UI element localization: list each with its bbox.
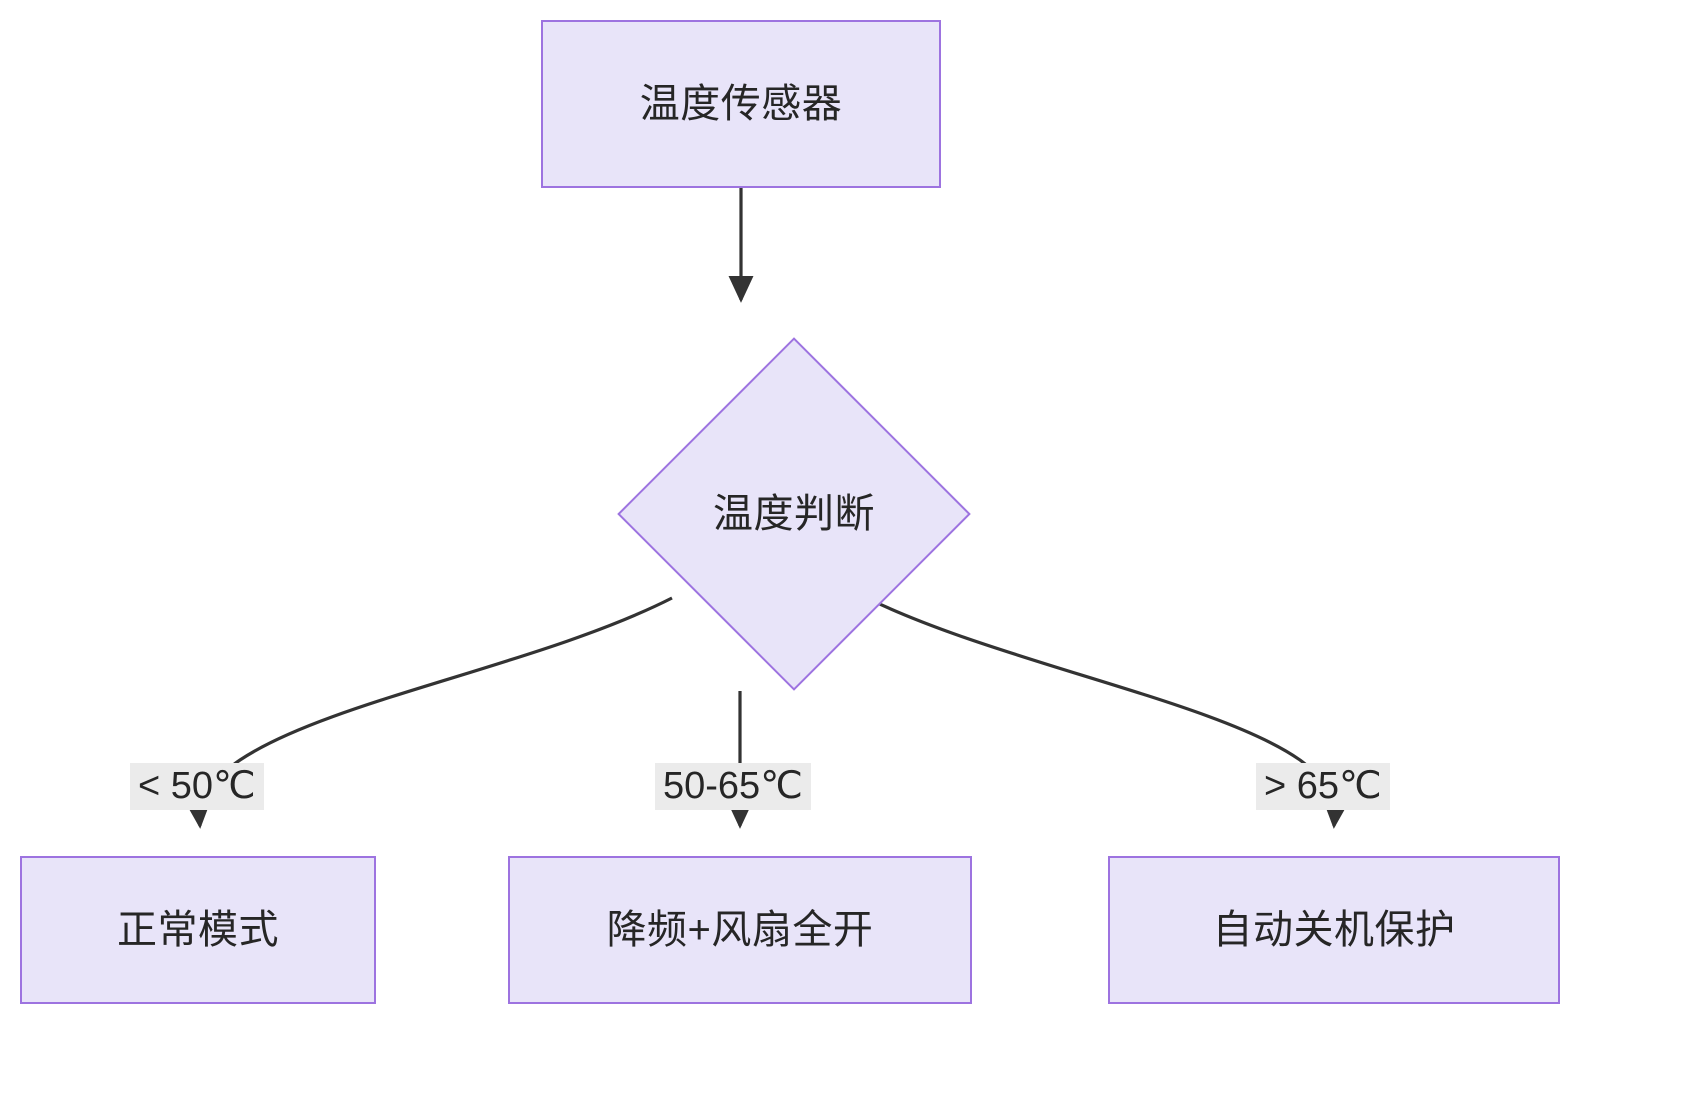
edge-label-above-65: > 65℃ (1256, 763, 1390, 810)
node-label: 温度传感器 (639, 82, 843, 126)
node-label: 温度判断 (713, 492, 875, 536)
node-label: 正常模式 (117, 908, 279, 952)
node-label: 降频+风扇全开 (606, 908, 874, 952)
node-normal-mode[interactable]: 正常模式 (20, 856, 376, 1004)
edge-label-50-to-65: 50-65℃ (655, 763, 811, 810)
node-auto-shutdown-protection[interactable]: 自动关机保护 (1108, 856, 1560, 1004)
edge-decision-to-normal (185, 596, 673, 829)
node-temperature-sensor[interactable]: 温度传感器 (541, 20, 941, 188)
node-temperature-decision[interactable]: 温度判断 (617, 337, 971, 691)
node-label: 自动关机保护 (1212, 908, 1456, 952)
node-throttle-and-fan[interactable]: 降频+风扇全开 (508, 856, 972, 1004)
edge-label-below-50: < 50℃ (130, 763, 264, 810)
